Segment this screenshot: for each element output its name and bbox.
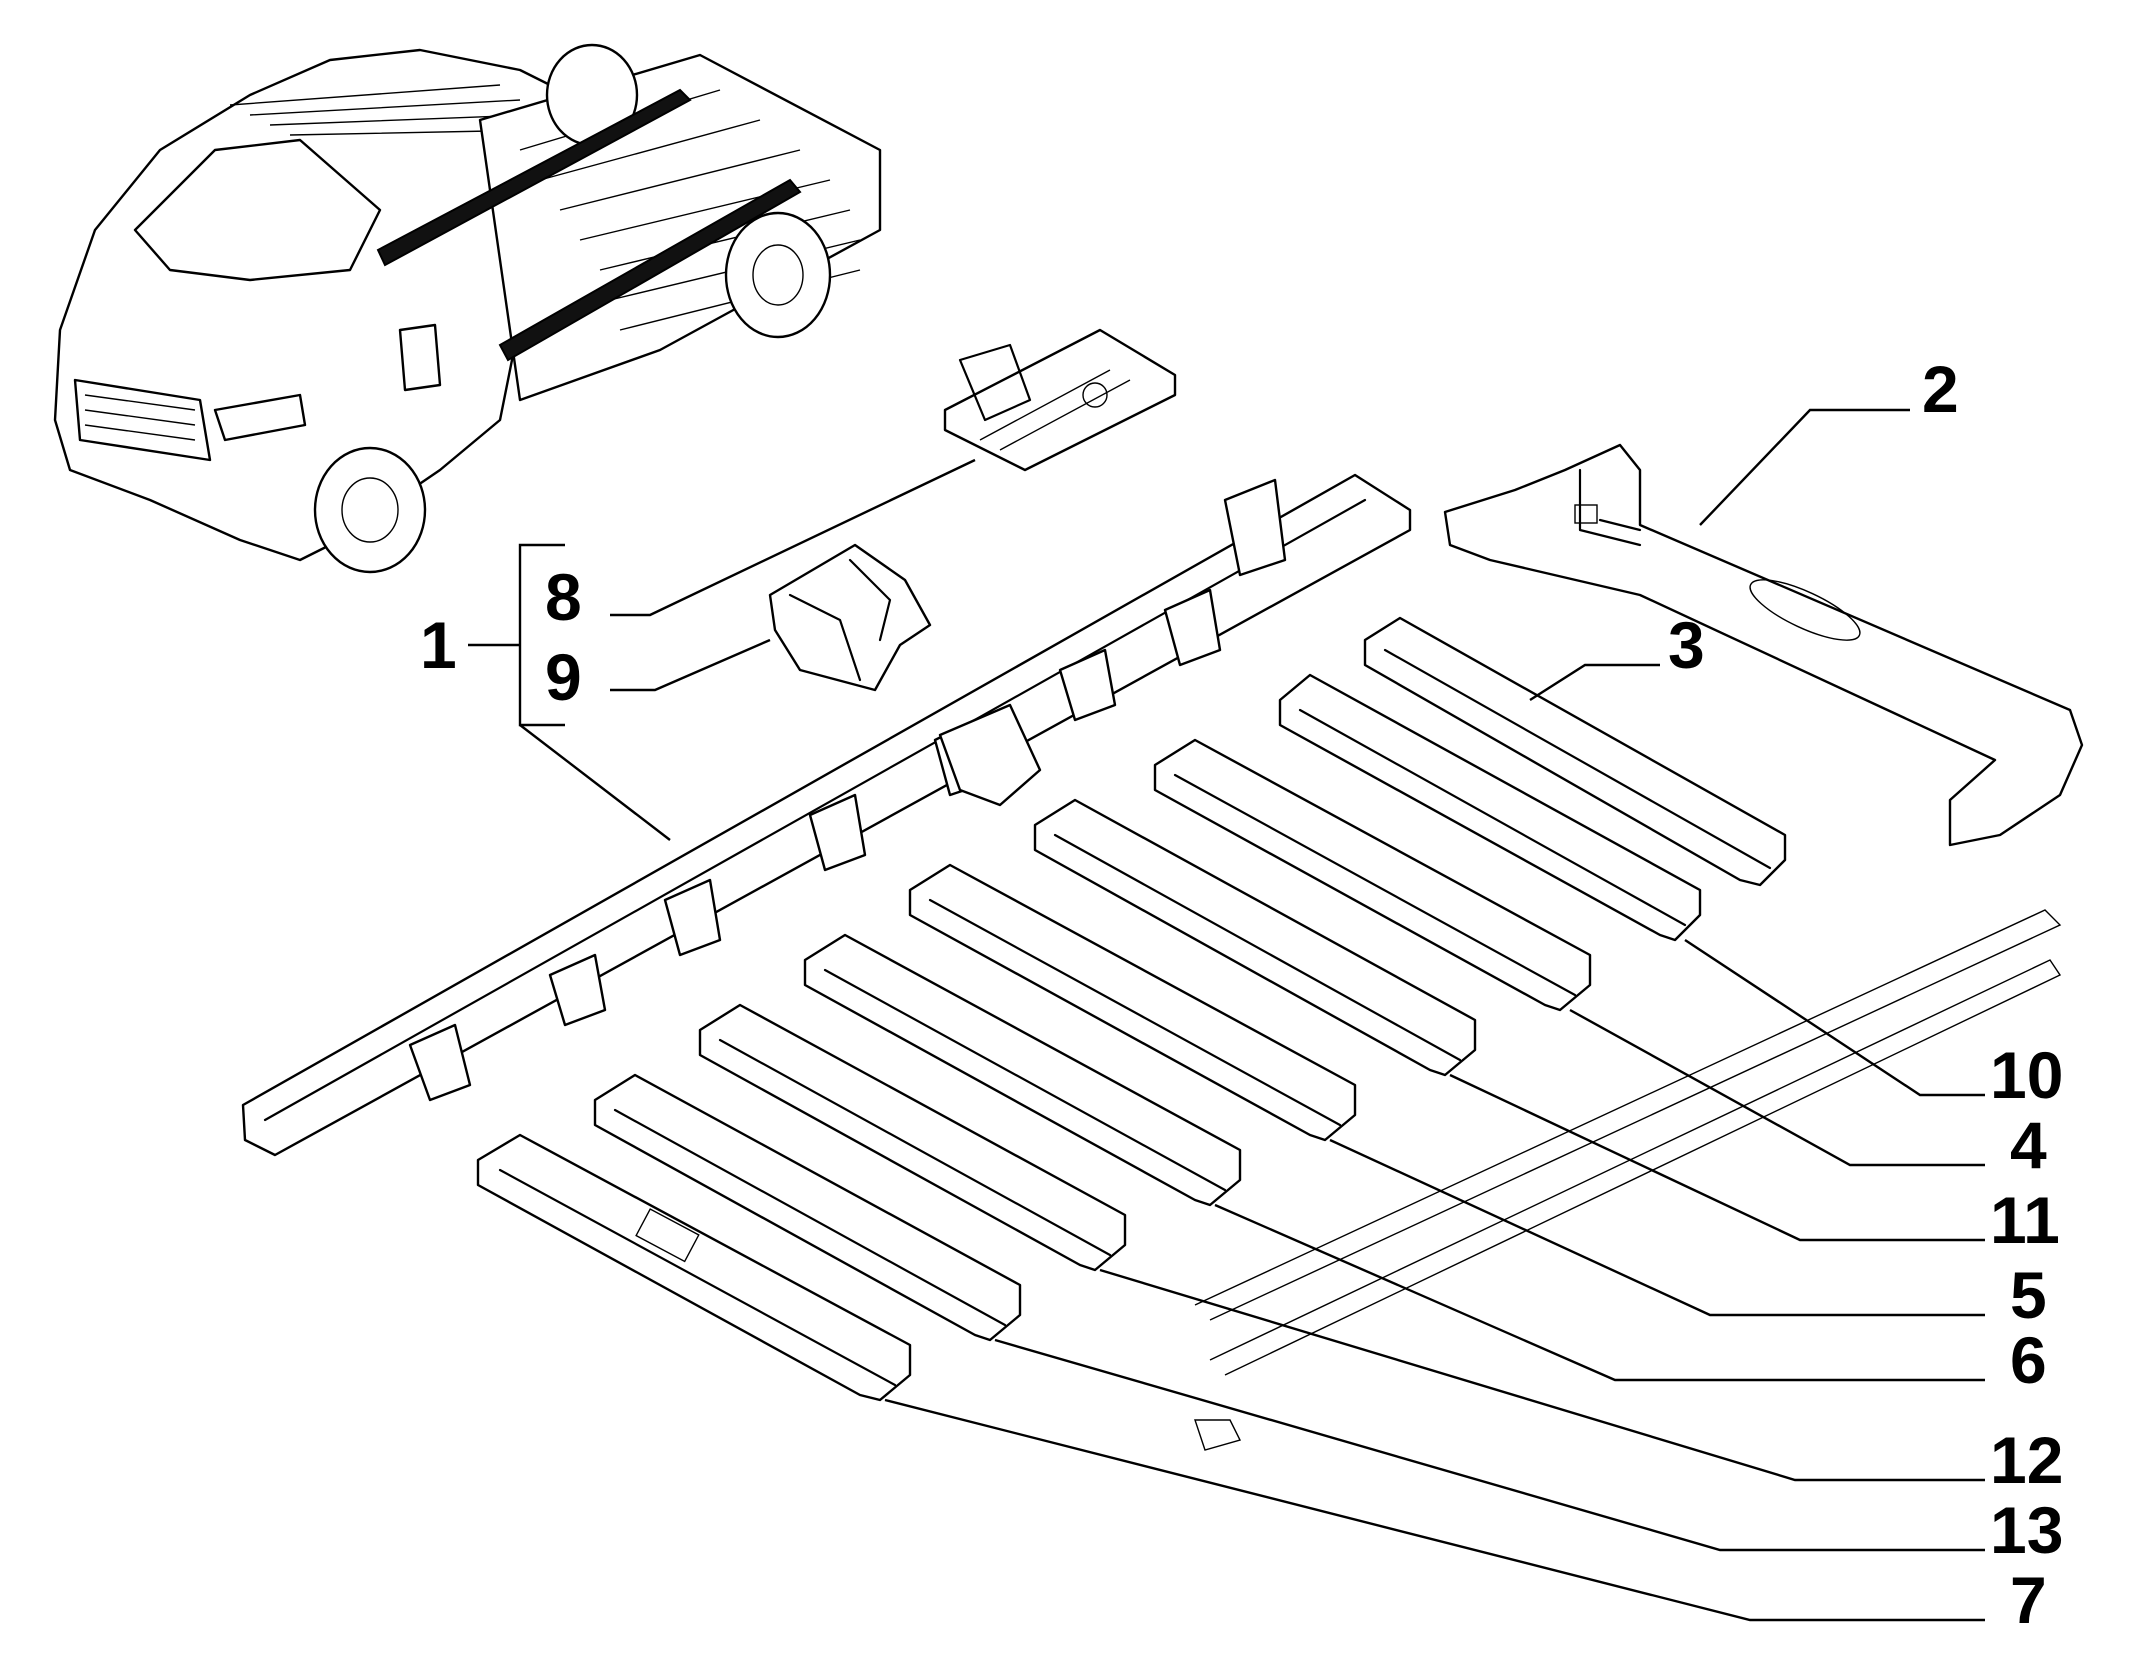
part-7-member: [476, 1133, 912, 1402]
part-5-member: [908, 863, 1357, 1142]
part-3-member: [1363, 616, 1787, 887]
part-6-member: [803, 933, 1242, 1207]
callout-7: 7: [2010, 1563, 2047, 1637]
part-2-rear-crossmember: [1443, 443, 2084, 847]
callout-2: 2: [1922, 352, 1959, 426]
callout-8: 8: [545, 560, 582, 634]
callout-10: 10: [1990, 1038, 2063, 1112]
callout-6: 6: [2010, 1323, 2047, 1397]
part-1-main-rail: [241, 473, 1412, 1157]
callout-3: 3: [1668, 608, 1705, 682]
callout-9: 9: [545, 640, 582, 714]
callout-4: 4: [2010, 1108, 2047, 1182]
callout-labels: 1 2 3 8 9 10 4 11 5 6 12 13 7: [420, 352, 2063, 1637]
callout-13: 13: [1990, 1493, 2063, 1567]
part-13-member: [593, 1073, 1022, 1342]
part-9-reinforcement: [768, 543, 932, 692]
part-12-member: [698, 1003, 1127, 1272]
callout-1: 1: [420, 608, 457, 682]
callout-5: 5: [2010, 1258, 2047, 1332]
vehicle-overview: [53, 43, 882, 574]
part-8-bracket-assembly: [943, 328, 1177, 472]
callout-12: 12: [1990, 1423, 2063, 1497]
part-4-member: [1153, 738, 1592, 1012]
leader-lines: [468, 408, 1985, 1622]
part-11-member: [1033, 798, 1477, 1077]
part-10-member: [1278, 673, 1702, 942]
callout-11: 11: [1990, 1183, 2060, 1257]
